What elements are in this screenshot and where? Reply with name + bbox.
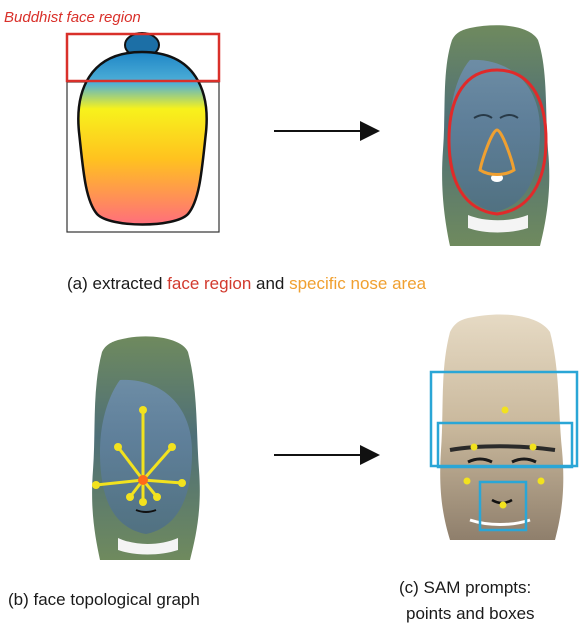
caption-a-and: and [251, 274, 289, 293]
buddhist-face-region-label: Buddhist face region [4, 9, 141, 26]
graph-node [178, 479, 186, 487]
graph-node [168, 443, 176, 451]
caption-b: (b) face topological graph [8, 590, 200, 610]
sam-point [500, 502, 507, 509]
graph-node [114, 443, 122, 451]
caption-a-prefix: (a) extracted [67, 274, 167, 293]
caption-c-line1: (c) SAM prompts: [399, 578, 531, 598]
sam-point [530, 444, 537, 451]
graph-node [139, 406, 147, 414]
graph-node [126, 493, 134, 501]
sam-point [464, 478, 471, 485]
sam-point [471, 444, 478, 451]
caption-a-nose-area: specific nose area [289, 274, 426, 293]
caption-a: (a) extracted face region and specific n… [67, 274, 426, 294]
sam-point [538, 478, 545, 485]
sam-point [502, 407, 509, 414]
schematic-head [67, 33, 219, 232]
statue-a [442, 25, 549, 246]
caption-a-face-region: face region [167, 274, 251, 293]
statue-b [92, 336, 200, 560]
head-outline [78, 52, 206, 225]
graph-node [139, 498, 147, 506]
graph-center-node [138, 475, 148, 485]
caption-c-line2: points and boxes [406, 604, 535, 624]
graph-node [92, 481, 100, 489]
graph-node [153, 493, 161, 501]
